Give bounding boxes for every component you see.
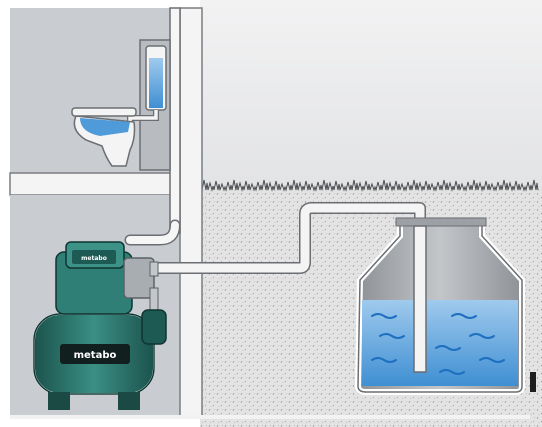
logo-plate (60, 344, 130, 364)
sky (200, 0, 542, 190)
tank-icon (354, 217, 525, 395)
edge-marker (530, 372, 536, 392)
brand-logo: metabo (74, 350, 117, 361)
suction-pipe (150, 202, 426, 372)
brand-logo-small: metabo (81, 255, 107, 262)
water-ripples (371, 313, 505, 375)
riser-pipe (169, 7, 181, 234)
tank-water (362, 300, 518, 386)
toilet-icon (71, 107, 137, 167)
ground-base (10, 415, 530, 419)
grass-icon (201, 179, 539, 192)
cistern-icon (127, 39, 171, 171)
pump-icon: metabo metabo (33, 241, 167, 410)
exterior-wall (179, 7, 203, 418)
